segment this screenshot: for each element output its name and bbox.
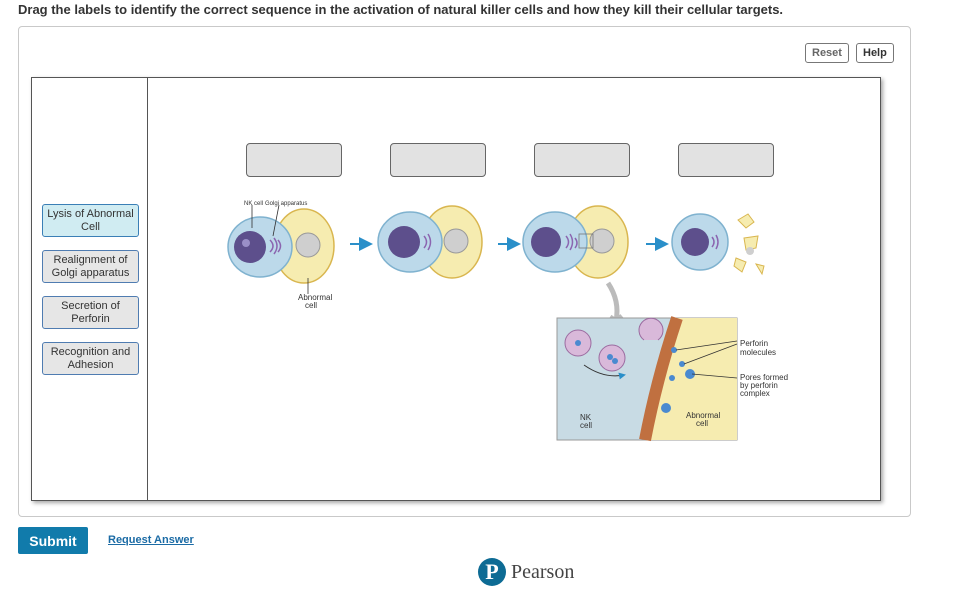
pores-label-2: by perforin bbox=[740, 381, 778, 390]
stage-2-cells bbox=[377, 205, 483, 279]
abnormal-cell-label-1: Abnormal bbox=[298, 293, 332, 302]
request-answer-link[interactable]: Request Answer bbox=[108, 534, 194, 546]
pearson-logo: P Pearson bbox=[478, 558, 574, 586]
nk-cell-figure: NK cell Golgi apparatus Abnormal cell bbox=[227, 201, 788, 442]
drop-target-1[interactable] bbox=[246, 143, 342, 177]
drag-drop-workspace: Lysis of Abnormal Cell Realignment of Go… bbox=[31, 77, 881, 501]
drop-target-2[interactable] bbox=[390, 143, 486, 177]
drop-target-3[interactable] bbox=[534, 143, 630, 177]
label-secretion-of-perforin[interactable]: Secretion of Perforin bbox=[42, 296, 139, 329]
reset-button[interactable]: Reset bbox=[805, 43, 849, 63]
perforin-label-2: molecules bbox=[740, 348, 776, 357]
stage-3-cells bbox=[522, 205, 629, 326]
perforin-inset: NK cell Abnormal cell Perforin molecules… bbox=[556, 316, 788, 442]
help-button[interactable]: Help bbox=[856, 43, 894, 63]
pores-label-3: complex bbox=[740, 389, 770, 398]
submit-button[interactable]: Submit bbox=[18, 527, 88, 554]
label-lysis-of-abnormal-cell[interactable]: Lysis of Abnormal Cell bbox=[42, 204, 139, 237]
label-recognition-and-adhesion[interactable]: Recognition and Adhesion bbox=[42, 342, 139, 375]
pearson-logo-icon: P bbox=[478, 558, 506, 586]
inset-nk-label-1: NK bbox=[580, 413, 592, 422]
activity-panel: Reset Help Lysis of Abnormal Cell Realig… bbox=[18, 26, 911, 517]
question-text: Drag the labels to identify the correct … bbox=[18, 2, 784, 17]
golgi-label: Golgi apparatus bbox=[265, 201, 307, 207]
drop-target-4[interactable] bbox=[678, 143, 774, 177]
stage-4-cells bbox=[671, 213, 765, 276]
label-realignment-of-golgi[interactable]: Realignment of Golgi apparatus bbox=[42, 250, 139, 283]
perforin-label-1: Perforin bbox=[740, 339, 768, 348]
stage-1-cells: NK cell Golgi apparatus Abnormal cell bbox=[227, 201, 335, 310]
inset-nk-label-2: cell bbox=[580, 421, 592, 430]
nk-cell-label: NK cell bbox=[244, 201, 263, 207]
label-bank: Lysis of Abnormal Cell Realignment of Go… bbox=[32, 78, 148, 500]
abnormal-cell-label-2: cell bbox=[305, 301, 317, 310]
inset-abnormal-label-2: cell bbox=[696, 419, 708, 428]
inset-abnormal-label-1: Abnormal bbox=[686, 411, 720, 420]
pearson-brand: Pearson bbox=[511, 560, 575, 583]
pores-label-1: Pores formed bbox=[740, 373, 788, 382]
